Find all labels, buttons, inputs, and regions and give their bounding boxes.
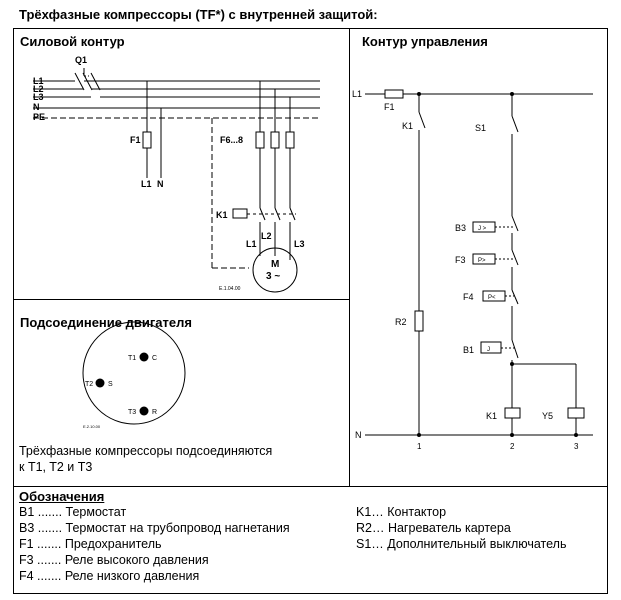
terminal-t3	[139, 406, 149, 416]
power-code-label: E.1.04.00	[219, 286, 241, 292]
terminal-t2-label: S	[108, 381, 113, 388]
terminal-t1-label: C	[152, 355, 157, 362]
terminal-t3-name: T3	[128, 409, 136, 416]
legend-item-r2: R2… Нагреватель картера	[356, 521, 511, 535]
ctrl-k1-contact-label: K1	[402, 121, 413, 131]
terminal-t3-label: R	[152, 409, 157, 416]
f68-label: F6...8	[220, 135, 243, 145]
line-n-label: N	[33, 102, 40, 112]
motor-connection-heading: Подсоединение двигателя	[20, 315, 192, 330]
ctrl-r2-label: R2	[395, 317, 407, 327]
line-pe-label: PE	[33, 112, 45, 122]
ctrl-f4-label: F4	[463, 292, 474, 302]
motor-3phase-label: 3 ~	[266, 271, 280, 282]
motor-code-label: E.2.10.00	[83, 424, 101, 429]
ctrl-b1-label: B1	[463, 345, 474, 355]
line-l3-label: L3	[33, 92, 44, 102]
ctrl-node-3-label: 3	[574, 442, 579, 451]
motor-m-label: M	[271, 259, 279, 270]
svg-text:P>: P>	[478, 258, 486, 264]
svg-text:J: J	[487, 347, 490, 353]
svg-text:J >: J >	[478, 226, 487, 232]
motor-connection-text-1: Трёхфазные компрессоры подсоединяются	[19, 444, 273, 458]
ctrl-node-1-label: 1	[417, 442, 422, 451]
ctrl-y5-label: Y5	[542, 411, 553, 421]
legend-heading: Обозначения	[19, 489, 105, 504]
power-circuit-heading: Силовой контур	[20, 34, 125, 49]
motor-l2-label: L2	[261, 231, 272, 241]
terminal-t2	[95, 378, 105, 388]
svg-text:P<: P<	[488, 295, 496, 301]
ctrl-b3-label: B3	[455, 223, 466, 233]
legend-right-list: K1… Контактор R2… Нагреватель картера S1…	[356, 504, 566, 552]
legend-panel	[13, 486, 608, 594]
legend-item-s1: S1… Дополнительный выключатель	[356, 537, 567, 551]
legend-item-k1: K1… Контактор	[356, 505, 447, 519]
motor-l3-label: L3	[294, 239, 305, 249]
motor-connection-text-2: к T1, T2 и T3	[19, 460, 93, 474]
ctrl-l1-label: L1	[352, 89, 362, 99]
terminal-t1-name: T1	[128, 355, 136, 362]
legend-item-f3: F3 ....... Реле высокого давления	[19, 553, 209, 567]
ctrl-f3-label: F3	[455, 255, 466, 265]
line-l1-label: L1	[33, 76, 44, 86]
ctrl-f1-label: F1	[384, 102, 395, 112]
legend-left-list: B1 ....... Термостат B3 ....... Термоста…	[19, 504, 290, 584]
k1-power-label: K1	[216, 210, 228, 220]
legend-item-b3: B3 ....... Термостат на трубопровод нагн…	[19, 521, 290, 535]
f1-out-l1-label: L1	[141, 179, 152, 189]
f1-out-n-label: N	[157, 179, 164, 189]
page-title: Трёхфазные компрессоры (TF*) с внутренне…	[19, 7, 378, 22]
ctrl-k1-coil-label: K1	[486, 411, 497, 421]
legend-item-b1: B1 ....... Термостат	[19, 505, 127, 519]
control-circuit-diagram: J > P> P< J L1 F1 K1 S1 B3 F3 F4 R2 B1 N…	[352, 89, 593, 451]
terminal-t1	[139, 352, 149, 362]
legend-item-f4: F4 ....... Реле низкого давления	[19, 569, 200, 583]
f1-label: F1	[130, 135, 141, 145]
q1-label: Q1	[75, 55, 87, 65]
ctrl-s1-label: S1	[475, 123, 486, 133]
ctrl-n-label: N	[355, 430, 362, 440]
motor-l1-label: L1	[246, 239, 257, 249]
line-l2-label: L2	[33, 84, 44, 94]
legend-item-f1: F1 ....... Предохранитель	[19, 537, 162, 551]
control-circuit-heading: Контур управления	[362, 34, 488, 49]
motor-terminal-diagram: T1 C T2 S T3 R E.2.10.00	[82, 321, 186, 429]
terminal-t2-name: T2	[85, 381, 93, 388]
ctrl-node-2-label: 2	[510, 442, 515, 451]
power-circuit-diagram: Q1 L1 L2 L3 N PE F1 L1 N F6...8 K1 L1 L2…	[33, 55, 320, 293]
